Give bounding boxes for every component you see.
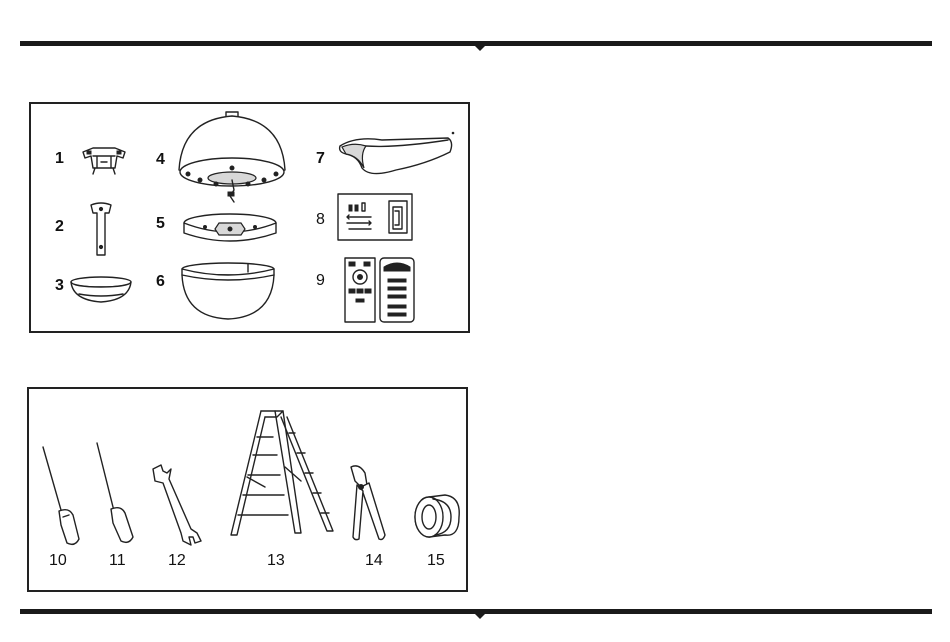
part-number-5: 5 (156, 216, 165, 232)
hardware-pack-icon (337, 193, 413, 241)
phillips-screwdriver-icon (95, 441, 135, 547)
motor-housing-icon (176, 110, 288, 202)
remote-control-icon (344, 257, 416, 323)
parts-panel: 1 2 3 4 5 (29, 102, 470, 333)
mounting-bracket-icon (79, 144, 129, 176)
part-number-1: 1 (55, 151, 64, 167)
tool-number-12: 12 (168, 553, 186, 569)
fan-blade-icon (336, 134, 456, 180)
part-number-7: 7 (316, 151, 325, 167)
part-number-6: 6 (156, 274, 165, 290)
tools-panel: 10 11 12 13 14 15 (27, 387, 468, 592)
part-number-8: 8 (316, 212, 325, 228)
canopy-icon (69, 274, 133, 306)
top-divider-notch (475, 46, 485, 51)
downrod-icon (87, 201, 115, 259)
wrench-icon (149, 463, 205, 549)
tool-number-15: 15 (427, 553, 445, 569)
tool-number-14: 14 (365, 553, 383, 569)
part-number-2: 2 (55, 219, 64, 235)
bottom-divider-notch (475, 614, 485, 619)
light-kit-plate-icon (181, 211, 279, 249)
tool-number-13: 13 (267, 553, 285, 569)
tool-number-11: 11 (109, 553, 126, 569)
step-ladder-icon (227, 407, 339, 539)
part-number-3: 3 (55, 278, 64, 294)
part-number-4: 4 (156, 152, 165, 168)
glass-bowl-icon (178, 261, 278, 321)
electrical-tape-icon (411, 491, 463, 541)
tool-number-10: 10 (49, 553, 67, 569)
flat-screwdriver-icon (39, 445, 79, 547)
part-number-9: 9 (316, 273, 325, 289)
pliers-icon (345, 463, 393, 543)
